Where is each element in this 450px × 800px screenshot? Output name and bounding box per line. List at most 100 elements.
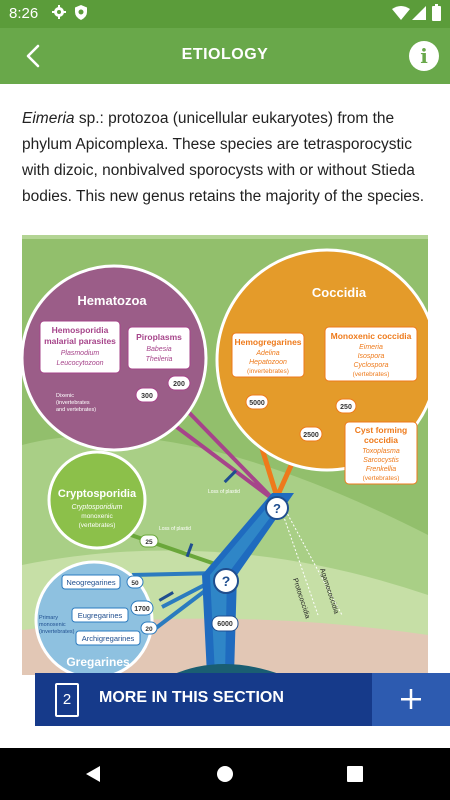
monoxenic-host: (vertebrates)	[353, 371, 390, 378]
unknown-node-upper	[265, 496, 289, 520]
hematozoa-plastid-tick	[223, 469, 238, 484]
trunk-count: 6000	[217, 621, 233, 628]
neogregarines-box	[61, 574, 121, 590]
system-nav-bar	[0, 748, 450, 800]
trunk-count-badge	[211, 615, 239, 632]
etiology-description: Eimeria sp.: protozoa (unicellular eukar…	[22, 106, 432, 210]
shield-icon	[75, 5, 87, 20]
gregarines-note-1: Primary	[39, 615, 58, 621]
gregarines-count-neo: 50	[131, 580, 139, 587]
figure-top-band	[22, 235, 428, 239]
hematozoa-count-b: 200	[173, 381, 185, 388]
cyst-forming-genus-2: Sarcocystis	[363, 457, 399, 464]
cyst-forming-title-2: coccidia	[364, 435, 398, 445]
apicomplexa-phylogeny-figure: Hematozoa Hemosporidia malarial parasite…	[22, 235, 428, 675]
cryptosporidia-note: monoxenic	[81, 513, 113, 520]
gregarines-note-2: monoxenic	[39, 622, 66, 628]
loss-of-plastid-label-1: Loss of plastid	[208, 489, 240, 495]
gregarines-count-eu-badge	[130, 600, 154, 616]
back-arrow-icon	[26, 44, 40, 68]
eugregarines-label: Eugregarines	[78, 611, 123, 620]
gregarines-count-eu: 1700	[134, 606, 150, 613]
monoxenic-genus-2: Isospora	[358, 353, 385, 360]
cryptosporidia-circle	[47, 450, 147, 550]
cryptosporidia-count: 25	[145, 539, 153, 546]
hemosporidia-title-1: Hemosporidia	[52, 325, 109, 335]
hemosporidia-genus-2: Leucocytozoon	[56, 360, 103, 367]
hemogregarines-genus-1: Adelina	[255, 350, 279, 357]
cyst-forming-genus-1: Toxoplasma	[362, 448, 400, 455]
hemogregarines-host: (invertebrates)	[247, 368, 289, 375]
back-button[interactable]	[18, 40, 50, 72]
piroplasms-genus-1: Babesia	[146, 346, 171, 353]
more-in-section-label: MORE IN THIS SECTION	[99, 689, 284, 706]
recents-square-icon[interactable]	[347, 766, 363, 782]
info-icon: i	[420, 44, 428, 68]
gregarines-note-3: (invertebrates)	[39, 629, 75, 635]
genus-name: Eimeria	[22, 110, 75, 127]
wifi-icon	[392, 6, 410, 20]
cryptosporidia-genus: Cryptosporidium	[72, 504, 123, 511]
coccidia-count-a-badge	[245, 394, 269, 410]
gregarines-title: Gregarines	[66, 655, 130, 669]
gregarines-count-archi-badge	[140, 621, 158, 635]
loss-of-plastid-label-2: Loss of plastid	[159, 526, 191, 532]
piroplasms-genus-2: Theileria	[146, 356, 173, 363]
cryptosporidia-count-badge	[139, 534, 159, 548]
coccidia-count-c: 250	[340, 404, 352, 411]
coccidia-circle	[215, 248, 428, 472]
coccidia-count-b: 2500	[303, 432, 319, 439]
app-bar: ETIOLOGY i	[0, 28, 450, 84]
back-triangle-icon[interactable]	[84, 765, 102, 783]
info-button[interactable]: i	[409, 41, 439, 71]
cryptosporidia-title: Cryptosporidia	[58, 488, 137, 500]
plus-icon	[401, 689, 421, 709]
content-area: Eimeria sp.: protozoa (unicellular eukar…	[0, 84, 450, 746]
coccidia-count-c-badge	[335, 398, 357, 414]
more-in-section-button[interactable]: 2 MORE IN THIS SECTION	[35, 673, 450, 726]
gregarines-plastid-tick	[158, 591, 174, 602]
page-title: ETIOLOGY	[181, 46, 269, 63]
gear-icon	[52, 5, 66, 19]
coccidia-title: Coccidia	[312, 285, 367, 300]
hemogregarines-genus-2: Hepatozoon	[249, 359, 287, 366]
hemogregarines-box	[231, 332, 305, 378]
monoxenic-genus-1: Eimeria	[359, 344, 383, 351]
gregarines-count-archi: 20	[145, 626, 153, 633]
section-count-badge: 2	[55, 683, 79, 717]
monoxenic-title: Monoxenic coccidia	[331, 331, 412, 341]
expand-section-button[interactable]	[372, 673, 450, 726]
signal-icon	[412, 6, 426, 20]
hematozoa-note-1: Dixenic	[56, 393, 74, 399]
monoxenic-box	[324, 326, 418, 382]
hematozoa-count-b-badge	[167, 375, 191, 391]
hematozoa-count-a-badge	[135, 387, 159, 403]
description-text: sp.: protozoa (unicellular eukaryotes) f…	[22, 110, 425, 205]
hemosporidia-genus-1: Plasmodium	[61, 350, 100, 357]
unknown-node-upper-glyph: ?	[273, 501, 281, 516]
hematozoa-note-3: and vertebrates)	[56, 407, 96, 413]
hematozoa-title: Hematozoa	[77, 293, 147, 308]
root-arc	[172, 664, 282, 675]
cryptosporidia-host: (vertebrates)	[79, 522, 116, 529]
gregarines-count-neo-badge	[126, 575, 144, 589]
hemosporidia-title-2: malarial parasites	[44, 336, 116, 346]
piroplasms-title: Piroplasms	[136, 332, 182, 342]
home-circle-icon[interactable]	[216, 765, 234, 783]
hematozoa-note-2: (invertebrates	[56, 400, 90, 406]
cryptosporidia-plastid-tick	[185, 543, 194, 558]
cyst-forming-box	[344, 421, 418, 485]
piroplasms-box	[127, 326, 191, 370]
coccidia-count-b-badge	[299, 426, 323, 442]
monoxenic-genus-3: Cyclospora	[353, 362, 388, 369]
cyst-forming-genus-3: Frenkellia	[366, 466, 396, 473]
cyst-forming-host: (vertebrates)	[363, 475, 400, 482]
hemogregarines-title: Hemogregarines	[234, 337, 301, 347]
unknown-node-lower-glyph: ?	[222, 573, 231, 589]
battery-icon	[432, 4, 441, 21]
hematozoa-count-a: 300	[141, 393, 153, 400]
status-bar: 8:26	[0, 0, 450, 28]
status-time: 8:26	[9, 5, 39, 22]
archigregarines-label: Archigregarines	[82, 634, 135, 643]
eugregarines-box	[71, 607, 129, 623]
